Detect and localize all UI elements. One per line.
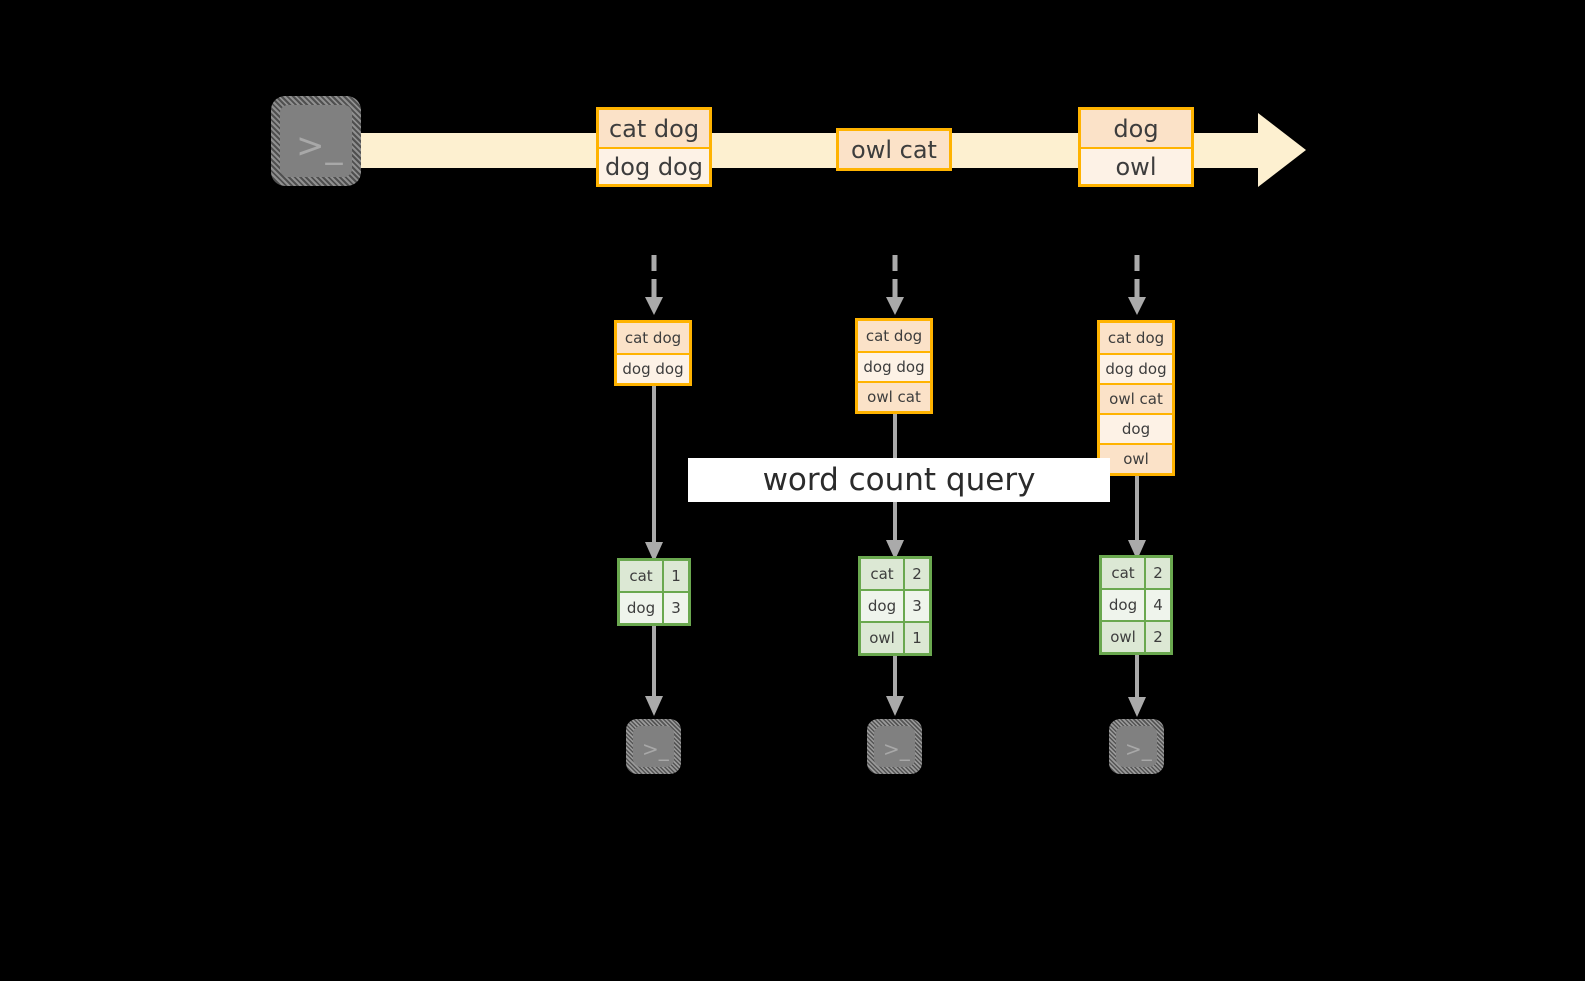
result-count: 2 bbox=[1146, 558, 1170, 588]
result-count: 2 bbox=[1146, 622, 1170, 652]
stream-to-state-arrow-3 bbox=[1126, 255, 1148, 317]
result-word: dog bbox=[861, 591, 905, 621]
result-row: owl 1 bbox=[861, 621, 929, 653]
result-table-1: cat 1 dog 3 bbox=[617, 558, 691, 626]
result-count: 2 bbox=[905, 559, 929, 589]
result-count: 1 bbox=[905, 623, 929, 653]
stream-event-box-2: owl cat bbox=[836, 128, 952, 171]
result-to-sink-arrow-1 bbox=[643, 622, 665, 718]
state-row: cat dog bbox=[858, 321, 930, 351]
result-word: cat bbox=[620, 561, 664, 591]
result-row: dog 4 bbox=[1102, 588, 1170, 620]
terminal-prompt-glyph: >_ bbox=[883, 737, 910, 761]
result-word: owl bbox=[861, 623, 905, 653]
terminal-body bbox=[633, 726, 674, 767]
stream-event-box-3: dog owl bbox=[1078, 107, 1194, 187]
result-word: owl bbox=[1102, 622, 1146, 652]
result-to-sink-arrow-3 bbox=[1126, 651, 1148, 719]
result-word: dog bbox=[620, 593, 664, 623]
state-snapshot-2: cat dog dog dog owl cat bbox=[855, 318, 933, 414]
state-row: dog dog bbox=[617, 353, 689, 383]
state-row: dog dog bbox=[858, 351, 930, 381]
result-word: dog bbox=[1102, 590, 1146, 620]
state-row: owl bbox=[1100, 443, 1172, 473]
result-row: cat 1 bbox=[620, 561, 688, 591]
result-count: 3 bbox=[905, 591, 929, 621]
result-table-2: cat 2 dog 3 owl 1 bbox=[858, 556, 932, 656]
result-to-sink-arrow-2 bbox=[884, 652, 906, 718]
state-to-result-arrow-1 bbox=[643, 382, 665, 564]
result-count: 4 bbox=[1146, 590, 1170, 620]
result-table-3: cat 2 dog 4 owl 2 bbox=[1099, 555, 1173, 655]
result-row: dog 3 bbox=[620, 591, 688, 623]
query-label-text: word count query bbox=[762, 462, 1036, 498]
result-word: cat bbox=[1102, 558, 1146, 588]
state-row: cat dog bbox=[1100, 323, 1172, 353]
stream-to-state-arrow-1 bbox=[643, 255, 665, 317]
state-row: cat dog bbox=[617, 323, 689, 353]
sink-terminal-icon-1: >_ bbox=[626, 719, 681, 774]
result-count: 3 bbox=[664, 593, 688, 623]
result-word: cat bbox=[861, 559, 905, 589]
state-row: owl cat bbox=[1100, 383, 1172, 413]
sink-terminal-icon-3: >_ bbox=[1109, 719, 1164, 774]
stream-event-line: owl cat bbox=[839, 131, 949, 168]
result-row: owl 2 bbox=[1102, 620, 1170, 652]
stream-to-state-arrow-2 bbox=[884, 255, 906, 317]
sink-terminal-icon-2: >_ bbox=[867, 719, 922, 774]
state-snapshot-1: cat dog dog dog bbox=[614, 320, 692, 386]
state-snapshot-3: cat dog dog dog owl cat dog owl bbox=[1097, 320, 1175, 476]
terminal-prompt-glyph: >_ bbox=[642, 737, 669, 761]
stream-timeline-arrowhead bbox=[1258, 113, 1306, 187]
terminal-prompt-glyph: >_ bbox=[296, 126, 344, 166]
terminal-body bbox=[1116, 726, 1157, 767]
result-row: cat 2 bbox=[861, 559, 929, 589]
state-to-result-arrow-3 bbox=[1126, 474, 1148, 562]
query-label-band: word count query bbox=[688, 458, 1110, 502]
result-count: 1 bbox=[664, 561, 688, 591]
stream-event-line: dog bbox=[1081, 110, 1191, 147]
terminal-body bbox=[874, 726, 915, 767]
source-terminal-icon: >_ bbox=[271, 96, 361, 186]
state-row: dog bbox=[1100, 413, 1172, 443]
terminal-body bbox=[280, 105, 352, 177]
stream-event-line: cat dog bbox=[599, 110, 709, 147]
result-row: cat 2 bbox=[1102, 558, 1170, 588]
stream-event-box-1: cat dog dog dog bbox=[596, 107, 712, 187]
stream-event-line: owl bbox=[1081, 147, 1191, 184]
state-row: owl cat bbox=[858, 381, 930, 411]
state-row: dog dog bbox=[1100, 353, 1172, 383]
stream-event-line: dog dog bbox=[599, 147, 709, 184]
terminal-prompt-glyph: >_ bbox=[1125, 737, 1152, 761]
result-row: dog 3 bbox=[861, 589, 929, 621]
